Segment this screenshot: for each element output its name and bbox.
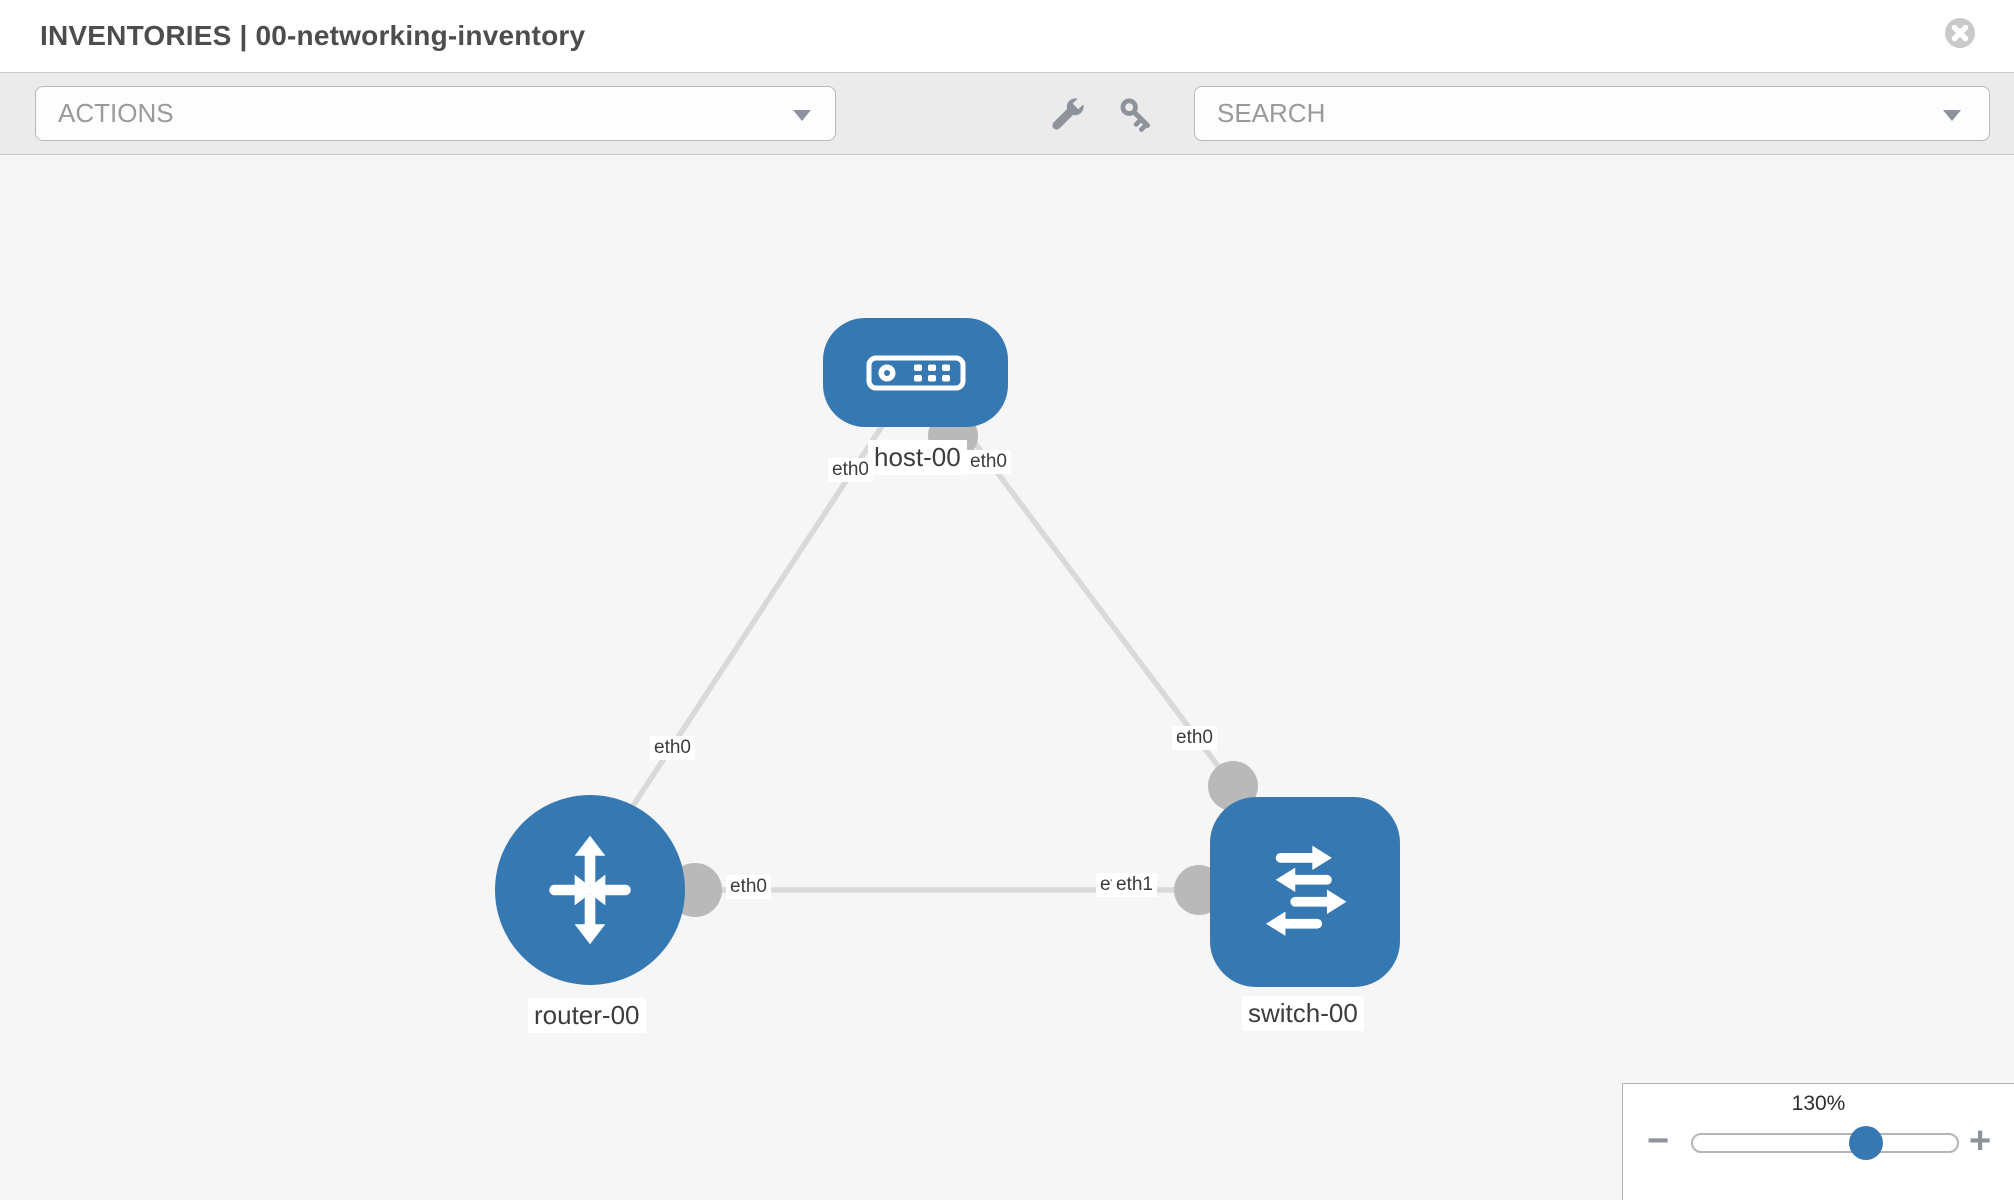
zoom-out-button[interactable]: −	[1647, 1120, 1670, 1162]
actions-dropdown-label: ACTIONS	[58, 98, 174, 128]
switch-icon	[1265, 845, 1347, 936]
interface-label: eth0	[966, 450, 1011, 474]
search-dropdown-label: SEARCH	[1217, 98, 1326, 128]
node-router-00[interactable]	[495, 795, 685, 985]
credentials-button[interactable]	[1116, 94, 1158, 136]
zoom-slider-thumb[interactable]	[1849, 1126, 1883, 1160]
zoom-panel: 130% − +	[1622, 1083, 2014, 1200]
host-icon	[866, 355, 965, 390]
node-label-switch-00: switch-00	[1242, 996, 1364, 1031]
topology-canvas[interactable]: eth0 eth0 eth0 eth0 eth0 eth0 eth1 host-…	[0, 155, 2014, 1200]
router-icon	[549, 835, 631, 945]
chevron-down-icon	[1943, 110, 1961, 121]
edges-layer	[603, 411, 1258, 917]
node-label-router-00: router-00	[528, 998, 646, 1033]
interface-label: eth1	[1112, 873, 1157, 897]
interface-label: eth0	[650, 736, 695, 760]
page-title: INVENTORIES | 00-networking-inventory	[40, 20, 586, 51]
key-icon	[1120, 98, 1150, 132]
zoom-in-button[interactable]: +	[1969, 1120, 1992, 1162]
actions-dropdown[interactable]: ACTIONS	[35, 86, 836, 141]
node-switch-00[interactable]	[1210, 797, 1400, 987]
wrench-icon	[1052, 96, 1086, 130]
interface-label: eth0	[828, 458, 873, 482]
interface-label: eth0	[726, 875, 771, 899]
close-button[interactable]	[1944, 17, 1976, 49]
toolbar: ACTIONS SEARC	[0, 72, 2014, 155]
node-host-00[interactable]	[823, 318, 1008, 427]
edge-host-router	[603, 415, 891, 849]
zoom-slider[interactable]	[1691, 1126, 1959, 1160]
adhoc-commands-button[interactable]	[1046, 94, 1088, 136]
header: INVENTORIES | 00-networking-inventory	[0, 0, 2014, 72]
node-label-host-00: host-00	[868, 440, 967, 475]
interface-label: eth0	[1172, 726, 1217, 750]
chevron-down-icon	[793, 110, 811, 121]
close-icon	[1945, 18, 1975, 48]
zoom-level-label: 130%	[1791, 1092, 1846, 1115]
search-dropdown[interactable]: SEARCH	[1194, 86, 1990, 141]
